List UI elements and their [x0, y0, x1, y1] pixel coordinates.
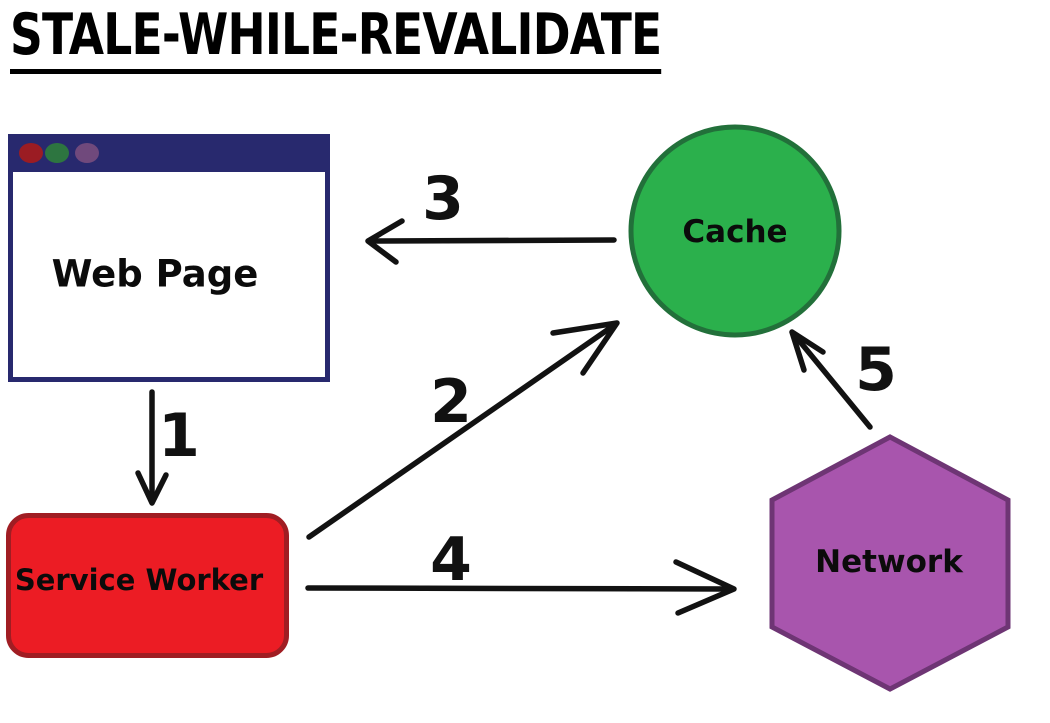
- arrow-1-web-page-to-service-worker: [135, 389, 169, 506]
- arrow-5-network-to-cache: [789, 329, 873, 430]
- web-page-label: Web Page: [51, 252, 259, 296]
- cache-node: [628, 124, 842, 338]
- arrow-2-number: 2: [430, 367, 472, 437]
- network-node: [769, 434, 1011, 692]
- page-title-text: STALE-WHILE-REVALIDATE: [10, 2, 662, 74]
- arrow-3-cache-to-web-page: [365, 218, 617, 265]
- web-page-node: [8, 134, 330, 382]
- page-title: STALE-WHILE-REVALIDATE: [10, 2, 662, 74]
- window-control-green-icon: [45, 143, 69, 163]
- window-control-red-icon: [19, 143, 43, 163]
- service-worker-node: [6, 513, 289, 658]
- network-label: Network: [815, 544, 963, 580]
- arrow-4-number: 4: [430, 525, 472, 595]
- service-worker-label: Service Worker: [14, 563, 264, 597]
- window-control-purple-icon: [75, 143, 99, 163]
- arrow-1-number: 1: [158, 401, 200, 471]
- arrow-2-service-worker-to-cache: [306, 320, 620, 540]
- cache-label: Cache: [682, 214, 788, 250]
- arrow-4-service-worker-to-network: [305, 559, 737, 616]
- arrow-3-number: 3: [422, 164, 464, 234]
- web-page-body: [10, 136, 328, 380]
- web-page-border: [8, 134, 330, 382]
- arrow-5-number: 5: [855, 335, 897, 405]
